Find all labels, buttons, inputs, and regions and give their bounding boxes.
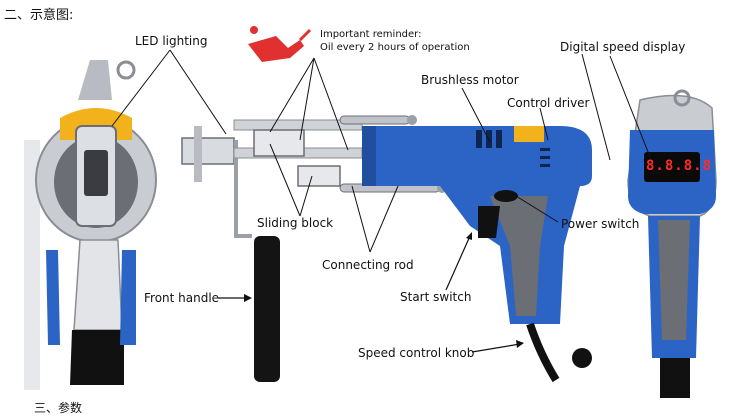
rear-view-tool xyxy=(627,89,717,398)
leader-lines xyxy=(111,49,653,253)
section-heading: 二、示意图: xyxy=(4,8,74,23)
arrow-lines xyxy=(218,232,524,353)
label-connecting-rod: Connecting rod xyxy=(322,258,414,272)
label-digital-speed-display: Digital speed display xyxy=(560,40,686,54)
oil-reminder-icon xyxy=(248,26,312,62)
label-control-driver: Control driver xyxy=(507,96,590,110)
side-view-tool xyxy=(181,115,592,383)
front-view-tool xyxy=(24,60,157,390)
label-reminder-body: Oil every 2 hours of operation xyxy=(320,42,470,53)
label-front-handle: Front handle xyxy=(144,291,220,305)
label-power-switch: Power switch xyxy=(561,217,640,231)
label-reminder-title: Important reminder: xyxy=(320,29,422,40)
label-start-switch: Start switch xyxy=(400,290,472,304)
label-brushless-motor: Brushless motor xyxy=(421,73,519,87)
label-sliding-block: Sliding block xyxy=(257,216,334,230)
digital-speed-readout: 8.8.8.8 xyxy=(646,158,713,174)
label-led-lighting: LED lighting xyxy=(135,34,208,48)
label-speed-control-knob: Speed control knob xyxy=(358,346,475,360)
